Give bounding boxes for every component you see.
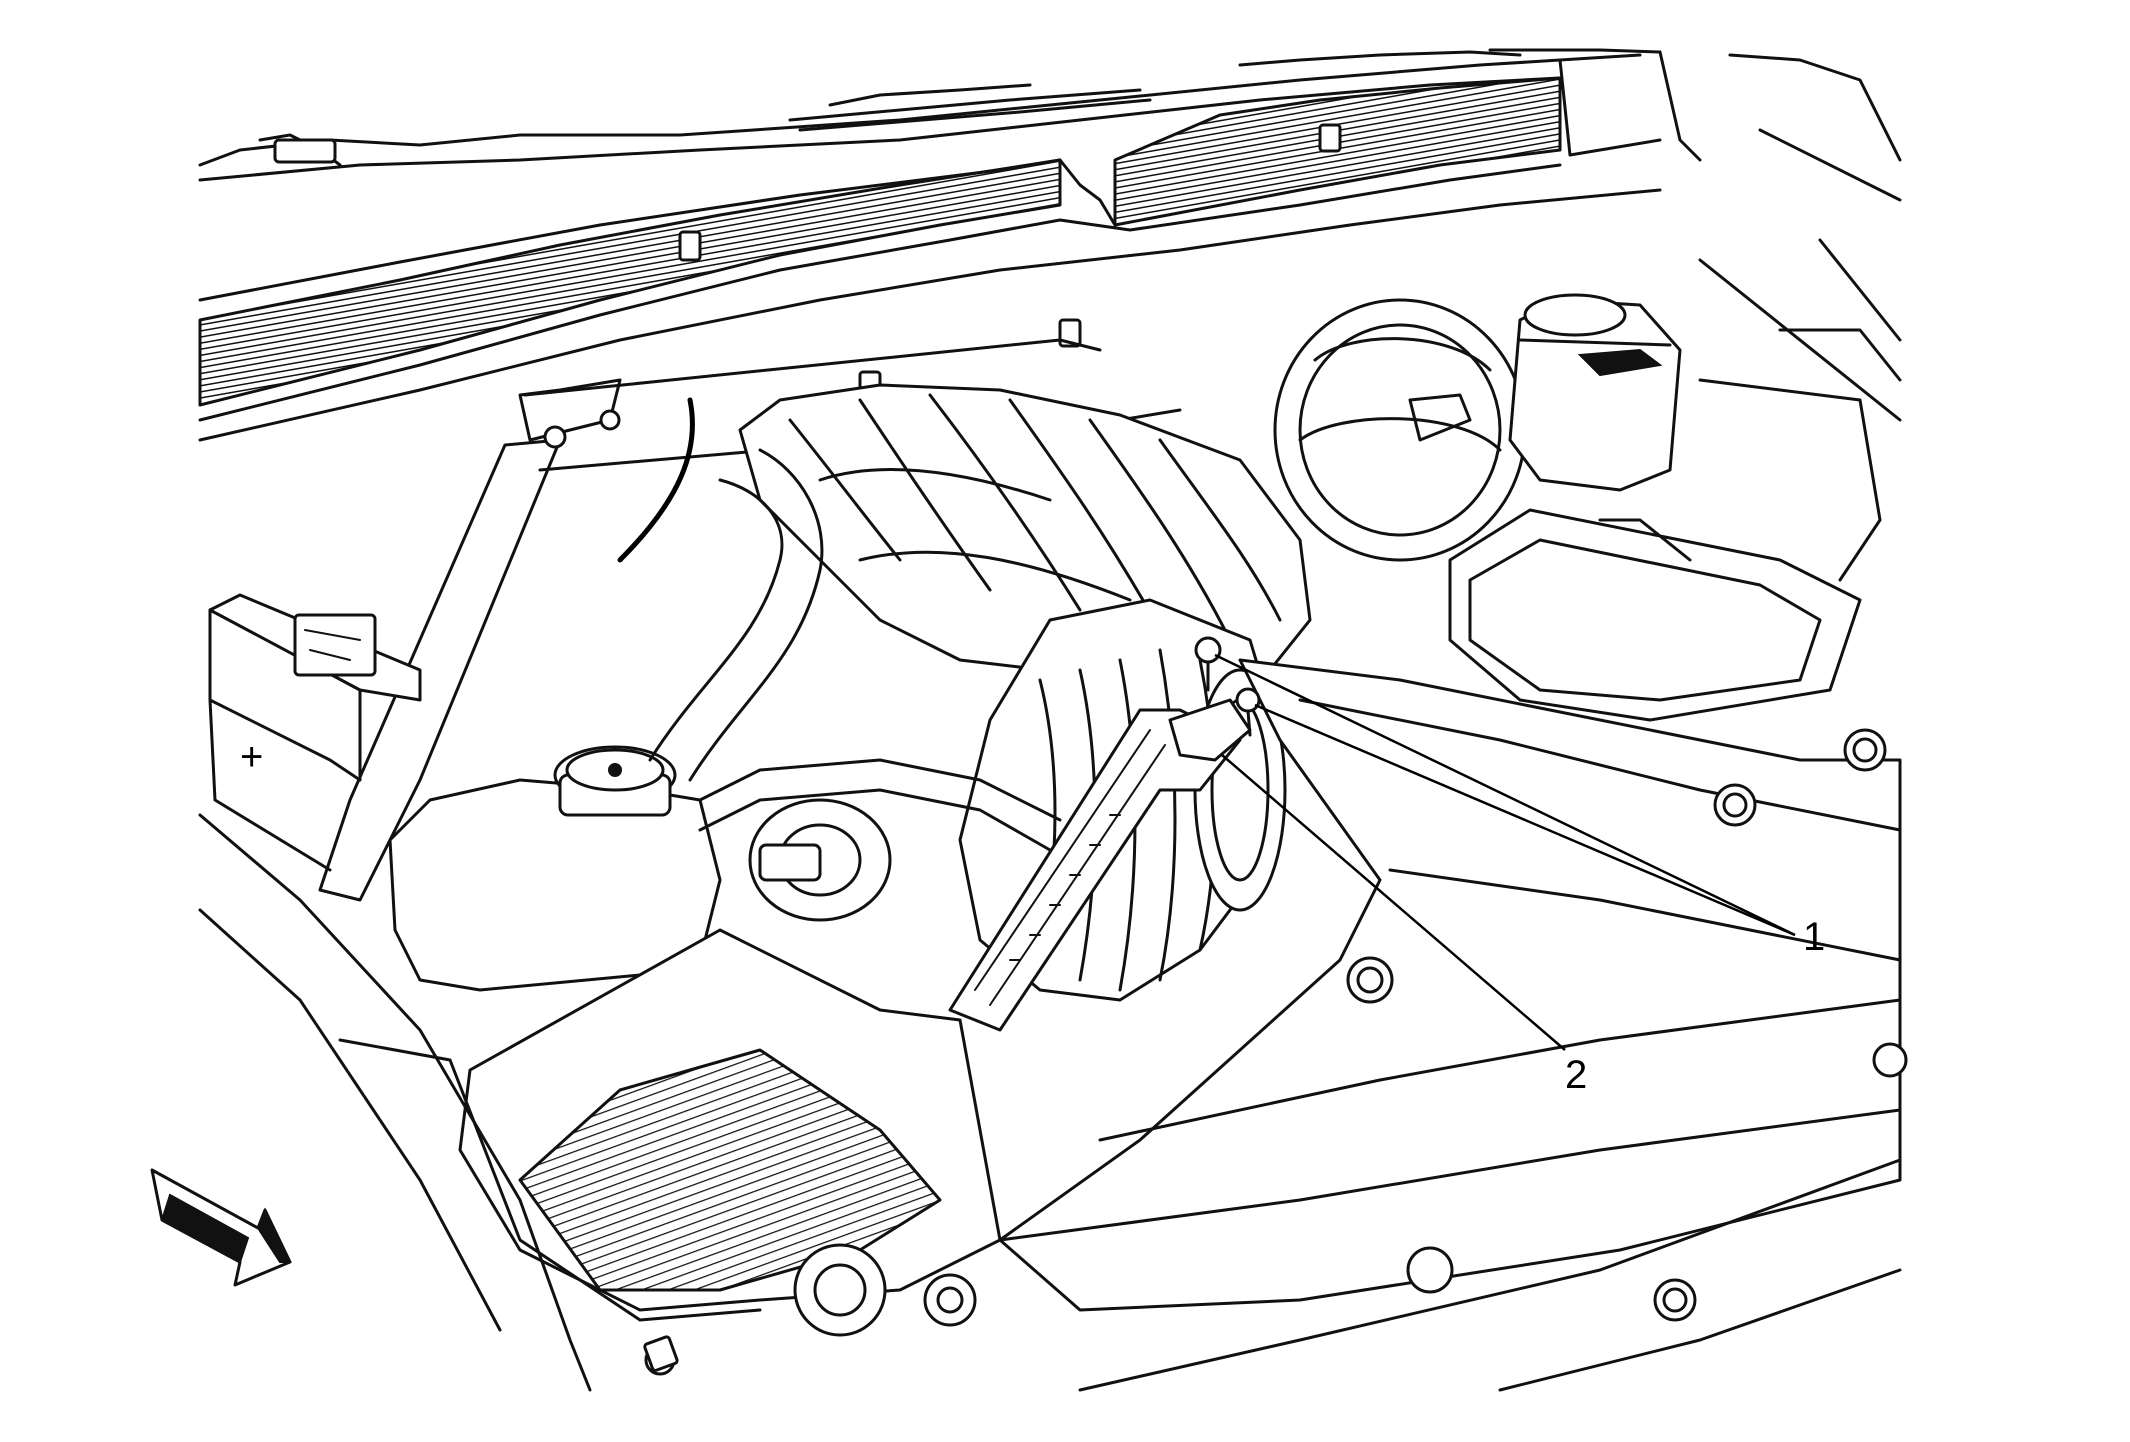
leader-2: [1221, 754, 1566, 1051]
fender-edges: [198, 53, 1902, 1392]
fastener-1a: [1194, 636, 1222, 664]
cowl-panel: [198, 48, 1702, 442]
fastener-1b: [1235, 687, 1261, 713]
front-arrow-icon: [150, 1168, 292, 1287]
air-filter-box: [338, 928, 1002, 1376]
fuse-box: [1448, 508, 1862, 722]
mass-airflow-sensor-bracket: [948, 636, 1261, 1032]
callout-2: 2: [1565, 1053, 1587, 1097]
leader-1a: [1214, 653, 1796, 937]
battery: +: [208, 593, 422, 872]
callout-1: 1: [1803, 915, 1825, 959]
brake-booster: [1273, 293, 1682, 562]
leader-1b: [1254, 703, 1796, 937]
coolant-hoses: [617, 397, 1062, 922]
battery-positive-symbol: +: [240, 735, 263, 779]
coolant-reservoir: [388, 745, 722, 992]
radiator-support: [998, 658, 1908, 1322]
callout-leaders: [1214, 653, 1796, 1051]
